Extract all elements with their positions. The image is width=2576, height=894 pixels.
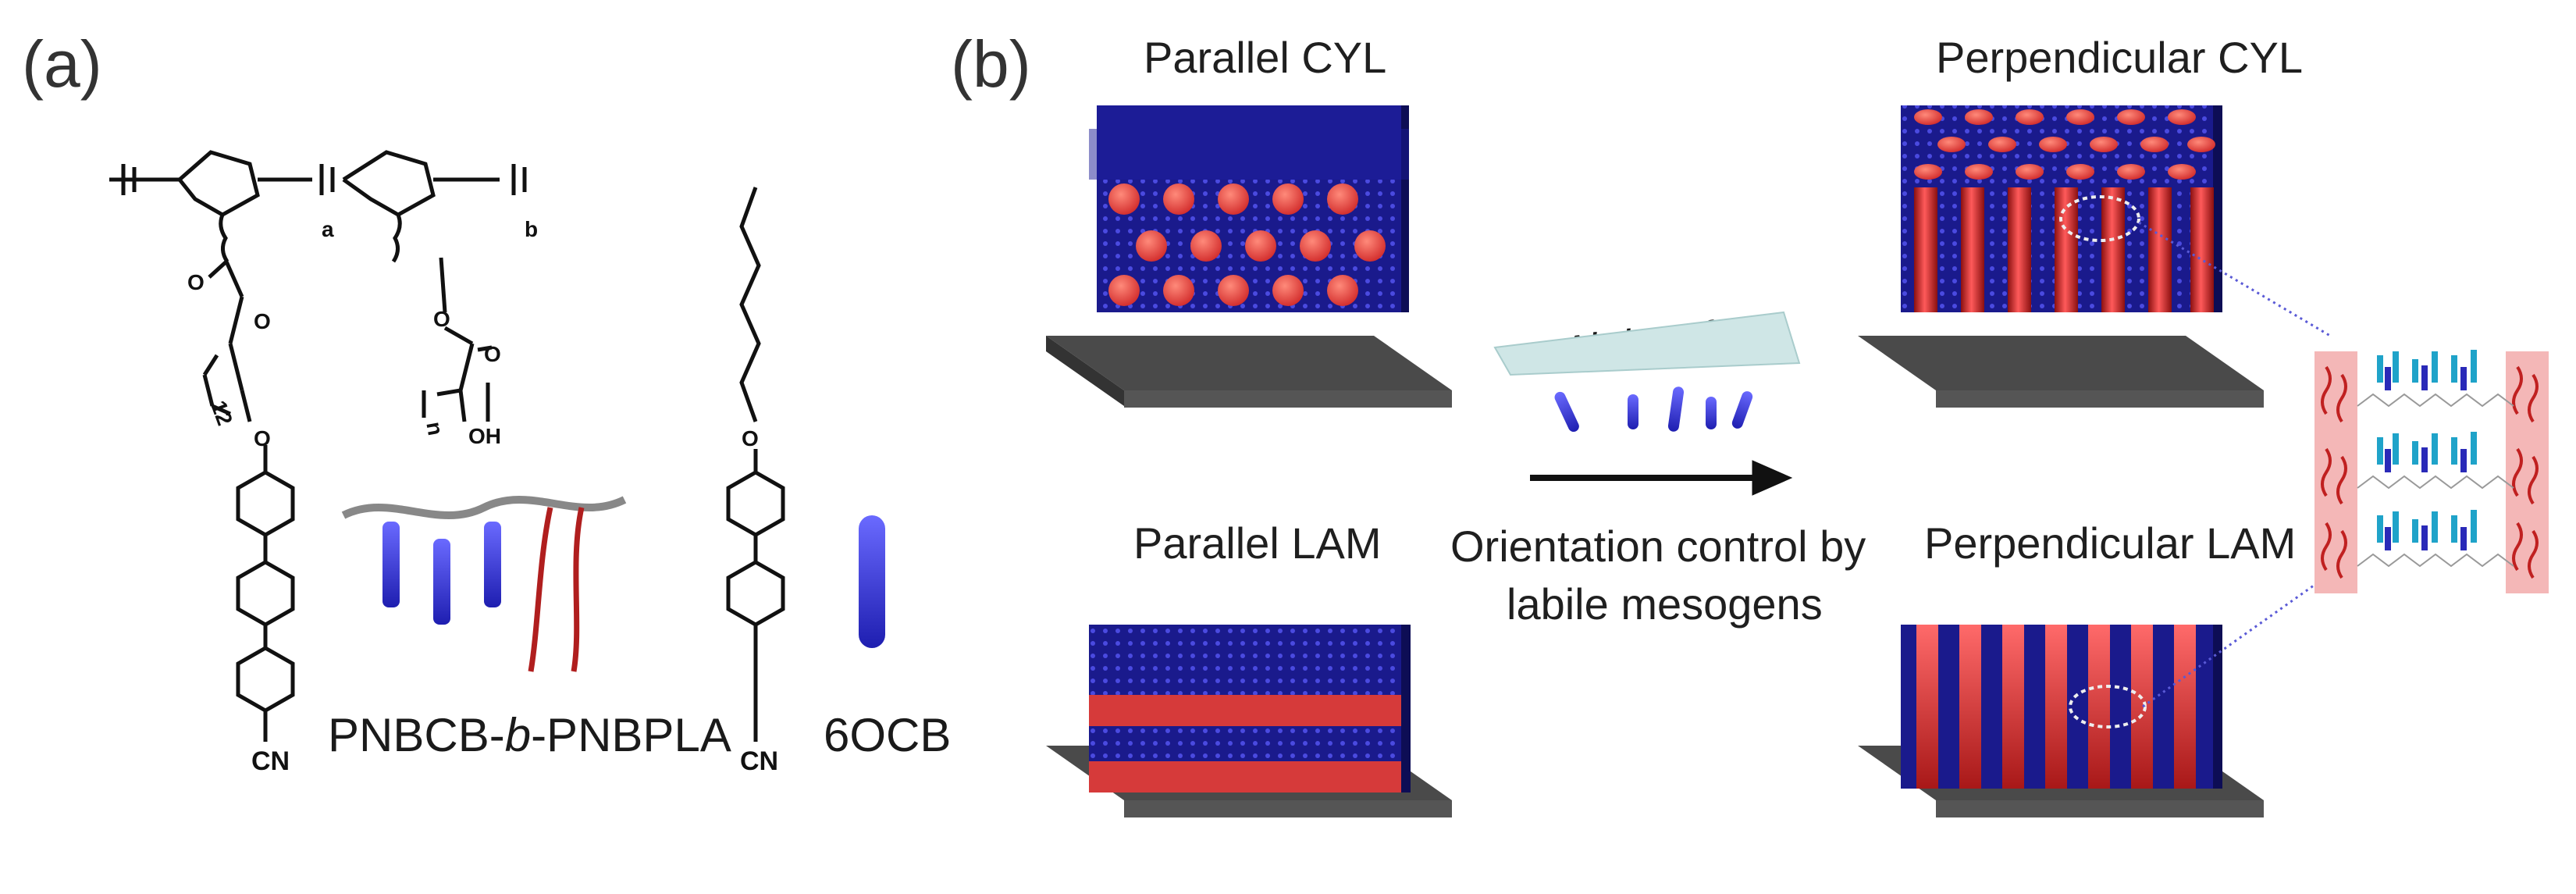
- perpendicular-lam-title: Perpendicular LAM: [1924, 518, 2297, 568]
- parallel-lam-title: Parallel LAM: [1133, 518, 1382, 568]
- parallel-cyl-block: [1046, 105, 1452, 408]
- air-interface-glass: [1493, 311, 1801, 376]
- cyl-highlight-ellipse: [2059, 195, 2140, 242]
- polymer-structure: [109, 150, 527, 742]
- molecular-inset: [2138, 221, 2549, 708]
- polymer-cartoon-icon: [341, 496, 627, 672]
- oxygen-ether-polymer: O: [254, 426, 271, 451]
- perpendicular-cyl-columns: [1914, 187, 2214, 312]
- lam-highlight-ellipse: [2069, 685, 2147, 728]
- polymer-name: PNBCB-b-PNBPLA: [328, 709, 731, 761]
- oxygen-ester-link: O: [254, 309, 271, 333]
- parallel-cyl-red-domains: [1108, 183, 1386, 306]
- orientation-caption-line2: labile mesogens: [1507, 579, 1823, 629]
- perpendicular-lam-stripes: [1901, 625, 2222, 789]
- subscript-b: b: [525, 217, 539, 241]
- oxygen-ether-6ocb: O: [742, 426, 759, 451]
- panel-a-label: (a): [22, 27, 102, 101]
- perpendicular-cyl-title: Perpendicular CYL: [1936, 33, 2304, 82]
- 6ocb-structure: [726, 187, 785, 742]
- parallel-cyl-title: Parallel CYL: [1144, 33, 1387, 82]
- nitrile-label-polymer: CN: [251, 746, 290, 776]
- oxygen-pla-link: O: [433, 307, 450, 331]
- oxygen-ester-carbonyl: O: [187, 270, 205, 294]
- labile-mesogen-rods: [1554, 386, 1753, 433]
- nitrile-label-6ocb: CN: [740, 746, 779, 776]
- panel-b-label: (b): [951, 27, 1031, 101]
- orientation-caption-line1: Orientation control by: [1450, 522, 1866, 571]
- perpendicular-cyl-top-dots: [1914, 109, 2215, 180]
- mesogen-name: 6OCB: [824, 709, 952, 761]
- parallel-lam-block: [1046, 625, 1452, 817]
- orientation-arrow: [1530, 460, 1793, 496]
- hydroxyl-label: OH: [468, 424, 501, 448]
- subscript-a: a: [322, 217, 334, 241]
- 6ocb-rod-icon: [859, 515, 885, 648]
